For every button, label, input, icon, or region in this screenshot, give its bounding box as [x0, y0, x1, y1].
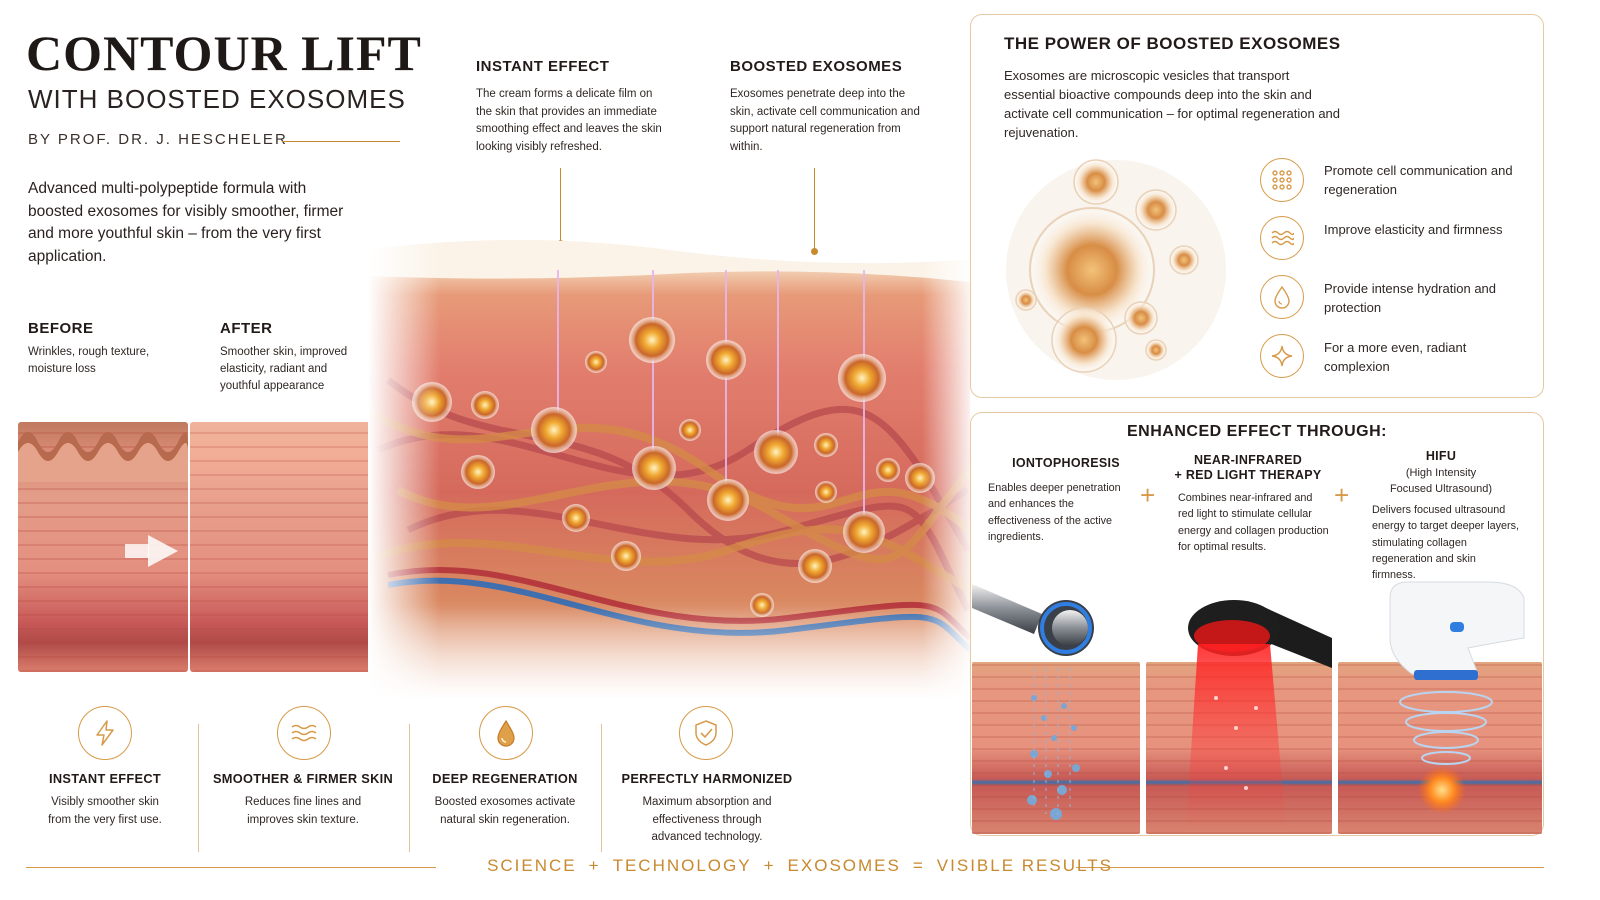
red-light-device-illustration	[1186, 600, 1332, 828]
byline: BY PROF. DR. J. HESCHELER	[28, 131, 288, 148]
feature-text: For a more even, radiant complexion	[1324, 340, 1467, 374]
benefit-title: SMOOTHER & FIRMER SKIN	[212, 771, 394, 786]
feature-text: Promote cell communication and regenerat…	[1324, 163, 1513, 197]
iontophoresis-text: Enables deeper penetration and enhances …	[988, 482, 1121, 543]
benefit-text: Reduces fine lines and improves skin tex…	[244, 796, 362, 826]
skin-block-after	[190, 422, 390, 672]
hifu-subtitle: (High Intensity	[1405, 467, 1477, 479]
before-title: BEFORE	[28, 320, 94, 337]
footer-operator: +	[763, 856, 776, 875]
sparkle-icon	[1260, 334, 1304, 378]
instant-effect-title: INSTANT EFFECT	[476, 58, 610, 75]
benefit-text: Visibly smoother skin from the very firs…	[48, 796, 162, 826]
plus-sign: +	[1334, 480, 1350, 510]
feature-text: Provide intense hydration and protection	[1324, 281, 1497, 315]
near-infrared-text: Combines near-infrared and red light to …	[1178, 492, 1329, 553]
divider	[409, 724, 410, 852]
page-title: CONTOUR LIFT	[26, 25, 422, 81]
benefit-title: PERFECTLY HARMONIZED	[621, 771, 793, 786]
waves-icon	[277, 706, 331, 760]
droplet-icon	[1260, 275, 1304, 319]
footer-word: VISIBLE RESULTS	[936, 856, 1113, 875]
waves-icon	[1260, 216, 1304, 260]
benefit-text: Boosted exosomes activate natural skin r…	[434, 796, 576, 826]
near-infrared-title: NEAR-INFRARED	[1193, 453, 1303, 467]
footer-word: SCIENCE	[487, 856, 577, 875]
skin-cross-section-illustration	[368, 230, 970, 700]
iontophoresis-skin-illustration	[972, 662, 1140, 834]
shield-check-icon	[679, 706, 733, 760]
plus-sign: +	[1140, 480, 1156, 510]
footer-operator: =	[912, 856, 925, 875]
divider	[601, 724, 602, 852]
wrinkle-surface-illustration	[18, 432, 188, 482]
callout-pointer-line	[560, 168, 561, 242]
power-panel-text: Exosomes are microscopic vesicles that t…	[1004, 68, 1341, 140]
page-subtitle: WITH BOOSTED EXOSOMES	[28, 84, 406, 114]
footer-operator: +	[588, 856, 601, 875]
footer-word: EXOSOMES	[787, 856, 901, 875]
hifu-title: HIFU	[1425, 449, 1457, 463]
footer-rule-right	[1076, 867, 1544, 868]
divider	[198, 724, 199, 852]
callout-pointer-line	[814, 168, 815, 250]
footer-rule-left	[26, 867, 436, 868]
red-light-title: + RED LIGHT THERAPY	[1174, 468, 1322, 482]
cells-icon	[1260, 158, 1304, 202]
before-after-arrow-tail	[125, 544, 149, 558]
instant-effect-text: The cream forms a delicate film on the s…	[476, 88, 662, 153]
footer-tagline: SCIENCE + TECHNOLOGY + EXOSOMES = VISIBLE RESU…	[0, 856, 1600, 876]
before-text: Wrinkles, rough texture, moisture loss	[28, 346, 150, 375]
hifu-text: Delivers focused ultrasound energy to ta…	[1372, 504, 1520, 582]
hifu-subtitle-line2: Focused Ultrasound)	[1389, 483, 1493, 495]
boosted-exosomes-title: BOOSTED EXOSOMES	[730, 58, 903, 75]
benefit-title: DEEP REGENERATION	[432, 771, 578, 786]
lightning-icon	[78, 706, 132, 760]
enhanced-panel-title: ENHANCED EFFECT THROUGH:	[1127, 423, 1387, 440]
exosome-vesicles-illustration	[1006, 159, 1226, 380]
iontophoresis-title: IONTOPHORESIS	[1012, 456, 1120, 470]
footer-word: TECHNOLOGY	[612, 856, 752, 875]
droplet-icon	[479, 706, 533, 760]
after-text: Smoother skin, improved elasticity, radi…	[220, 346, 348, 392]
before-after-arrow-icon	[148, 535, 178, 567]
iontophoresis-device-illustration	[972, 584, 1094, 820]
benefit-text: Maximum absorption and effectiveness thr…	[642, 796, 772, 843]
benefit-title: INSTANT EFFECT	[48, 771, 162, 786]
byline-rule	[282, 141, 400, 142]
hifu-device-illustration	[1389, 581, 1525, 814]
after-title: AFTER	[220, 320, 273, 337]
feature-text: Improve elasticity and firmness	[1324, 222, 1503, 237]
power-panel-title: THE POWER OF BOOSTED EXOSOMES	[1004, 34, 1341, 53]
intro-text: Advanced multi-polypeptide formula with …	[28, 180, 344, 265]
boosted-exosomes-text: Exosomes penetrate deep into the skin, a…	[730, 88, 920, 153]
